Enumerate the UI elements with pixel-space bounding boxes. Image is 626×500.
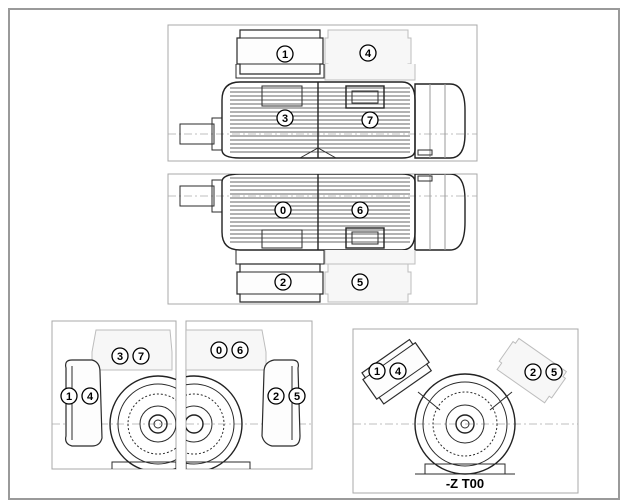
marker-5-mid: 5 [351, 273, 369, 291]
marker-2-mid: 2 [274, 273, 292, 291]
cooling-fins-top [230, 87, 410, 153]
svg-text:0: 0 [280, 205, 286, 217]
svg-text:2: 2 [530, 367, 536, 379]
marker-5-z-t00: 5 [545, 363, 563, 381]
svg-text:3: 3 [117, 351, 123, 363]
marker-2-end-right: 2 [267, 387, 285, 405]
svg-text:5: 5 [357, 277, 363, 289]
marker-3-end-left: 3 [111, 347, 129, 365]
marker-1-top: 1 [276, 45, 294, 63]
panel-bottom-view: 0 6 2 5 [167, 173, 478, 305]
svg-text:5: 5 [551, 367, 557, 379]
svg-text:0: 0 [216, 345, 222, 357]
svg-text:3: 3 [282, 113, 288, 125]
marker-6-mid: 6 [351, 201, 369, 219]
marker-1-end-left: 1 [60, 387, 78, 405]
panel-end-view-right: 0 6 2 5 [185, 320, 313, 470]
svg-text:2: 2 [273, 391, 279, 403]
marker-4-z-t00: 4 [389, 362, 407, 380]
view-caption: -Z T00 [446, 476, 484, 491]
marker-7-end-left: 7 [132, 347, 150, 365]
marker-3-top: 3 [276, 109, 294, 127]
svg-text:6: 6 [237, 345, 243, 357]
svg-text:7: 7 [367, 115, 373, 127]
panel-top-view: 1 4 3 7 [167, 24, 478, 162]
marker-5-end-right: 5 [288, 387, 306, 405]
panel-end-view-left: 3 7 1 4 [51, 320, 177, 470]
marker-2-z-t00: 2 [524, 363, 542, 381]
svg-text:4: 4 [87, 391, 94, 403]
svg-text:6: 6 [357, 205, 363, 217]
svg-text:5: 5 [294, 391, 300, 403]
marker-0-end-right: 0 [210, 341, 228, 359]
marker-7-top: 7 [361, 111, 379, 129]
page-border [8, 8, 620, 500]
svg-text:4: 4 [365, 48, 372, 60]
svg-text:1: 1 [374, 366, 380, 378]
svg-text:1: 1 [282, 49, 288, 61]
panel-z-t00-view: 1 4 2 5 -Z T00 [352, 328, 579, 494]
cooling-fins-bottom [230, 177, 410, 243]
svg-text:2: 2 [280, 277, 286, 289]
marker-1-z-t00: 1 [368, 362, 386, 380]
svg-text:7: 7 [138, 351, 144, 363]
marker-4-top: 4 [359, 44, 377, 62]
marker-4-end-left: 4 [81, 387, 99, 405]
svg-text:4: 4 [395, 366, 402, 378]
marker-6-end-right: 6 [231, 341, 249, 359]
marker-0-mid: 0 [274, 201, 292, 219]
svg-text:1: 1 [66, 391, 72, 403]
